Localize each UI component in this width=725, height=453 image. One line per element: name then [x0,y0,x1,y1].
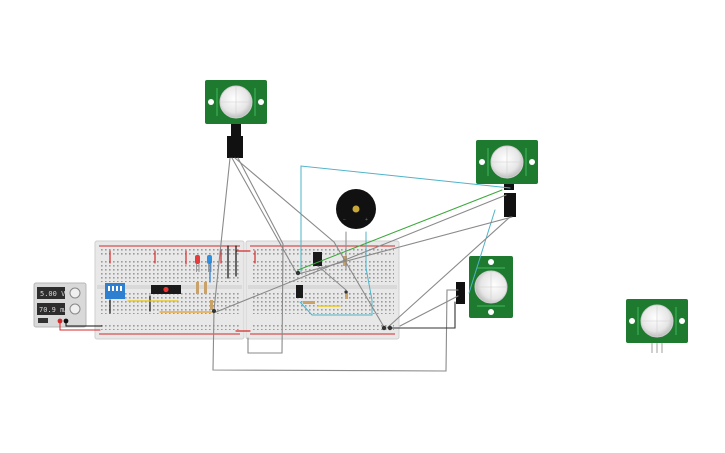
wire-endpoints [212,270,393,331]
voltage-readout: 5.00 V [40,290,66,298]
current-readout: 70.9 mA [39,306,69,314]
svg-text:+: + [365,217,368,223]
pir-middle-connector [456,282,465,304]
pir-top-connector [227,136,243,158]
svg-text:−: − [343,217,346,223]
voltage-knob[interactable] [69,287,81,299]
pir-sensor-middle[interactable] [468,255,514,319]
led-red[interactable] [195,255,200,272]
piezo-buzzer[interactable]: − + [336,189,376,229]
dip-switch[interactable] [105,283,125,299]
power-supply[interactable]: 5.00 V 70.9 mA [33,282,87,328]
wires[interactable] [59,157,513,372]
breadboard-right[interactable] [245,240,400,340]
led-blue[interactable] [207,255,212,272]
transistor[interactable] [296,252,322,298]
pir-sensor-right[interactable] [475,139,539,190]
current-knob[interactable] [69,303,81,315]
pir-sensor-standalone[interactable] [625,298,689,353]
ic-chip[interactable] [151,285,181,294]
pir-sensor-top[interactable] [204,79,268,136]
pir-right-connector [504,193,516,217]
